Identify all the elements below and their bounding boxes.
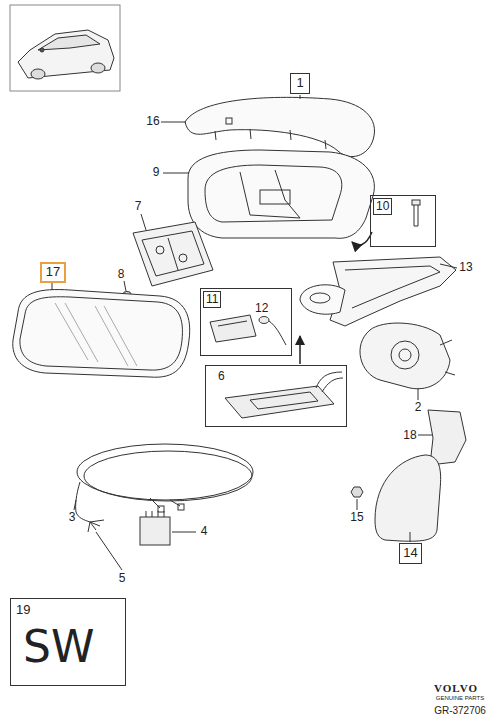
callout-number: 5 bbox=[119, 572, 126, 585]
callout-number: 2 bbox=[415, 401, 422, 414]
mirror-glass bbox=[13, 290, 190, 378]
drawing-number: GR-372706 bbox=[434, 705, 486, 716]
callout-number: 12 bbox=[255, 302, 268, 315]
brand-mark: GENUINE PARTS bbox=[436, 695, 484, 702]
callout-number: 13 bbox=[459, 261, 472, 274]
detail-frame: 6 bbox=[205, 365, 347, 427]
mirror-cap bbox=[185, 95, 375, 157]
callout-number: 11 bbox=[203, 291, 221, 308]
car-thumbnail bbox=[10, 5, 120, 91]
callout-number: 19 bbox=[16, 603, 30, 617]
callout-number: 17 bbox=[46, 265, 60, 279]
callout-number: 9 bbox=[153, 166, 160, 179]
bulb-holder bbox=[210, 308, 286, 345]
callout-number: 8 bbox=[118, 268, 125, 281]
callout-number: 6 bbox=[218, 370, 225, 383]
adjuster-mechanism bbox=[360, 323, 455, 389]
brand-mark: VOLVO bbox=[434, 682, 478, 694]
detail-frame: 10 bbox=[370, 195, 436, 247]
trim-cover bbox=[375, 455, 441, 541]
detail-frame: 11 12 bbox=[200, 288, 292, 356]
variant-box: 19SW bbox=[10, 598, 126, 686]
callout-number: 7 bbox=[135, 200, 142, 213]
connector bbox=[140, 511, 170, 545]
puddle-lamp bbox=[225, 372, 343, 418]
callout-number: 15 bbox=[350, 511, 363, 524]
leader-lines bbox=[52, 122, 457, 570]
callout-number: 16 bbox=[146, 115, 159, 128]
nut bbox=[351, 487, 363, 497]
callout-number: 10 bbox=[373, 198, 392, 215]
callout-number: 3 bbox=[69, 511, 76, 524]
adjustment-motor bbox=[133, 222, 213, 286]
callout-box: 1 bbox=[290, 73, 310, 94]
callout-number: 1 bbox=[296, 76, 303, 90]
callout-number: 18 bbox=[403, 429, 416, 442]
gasket bbox=[428, 410, 466, 465]
mirror-housing bbox=[188, 150, 374, 238]
mirror-base bbox=[300, 257, 456, 326]
callout-number: 4 bbox=[201, 525, 208, 538]
callout-number: 14 bbox=[403, 546, 417, 560]
callout-box: 14 bbox=[399, 543, 422, 564]
variant-code: SW bbox=[23, 623, 94, 671]
highlighted-callout-box: 17 bbox=[40, 262, 66, 283]
bolt bbox=[412, 200, 420, 226]
